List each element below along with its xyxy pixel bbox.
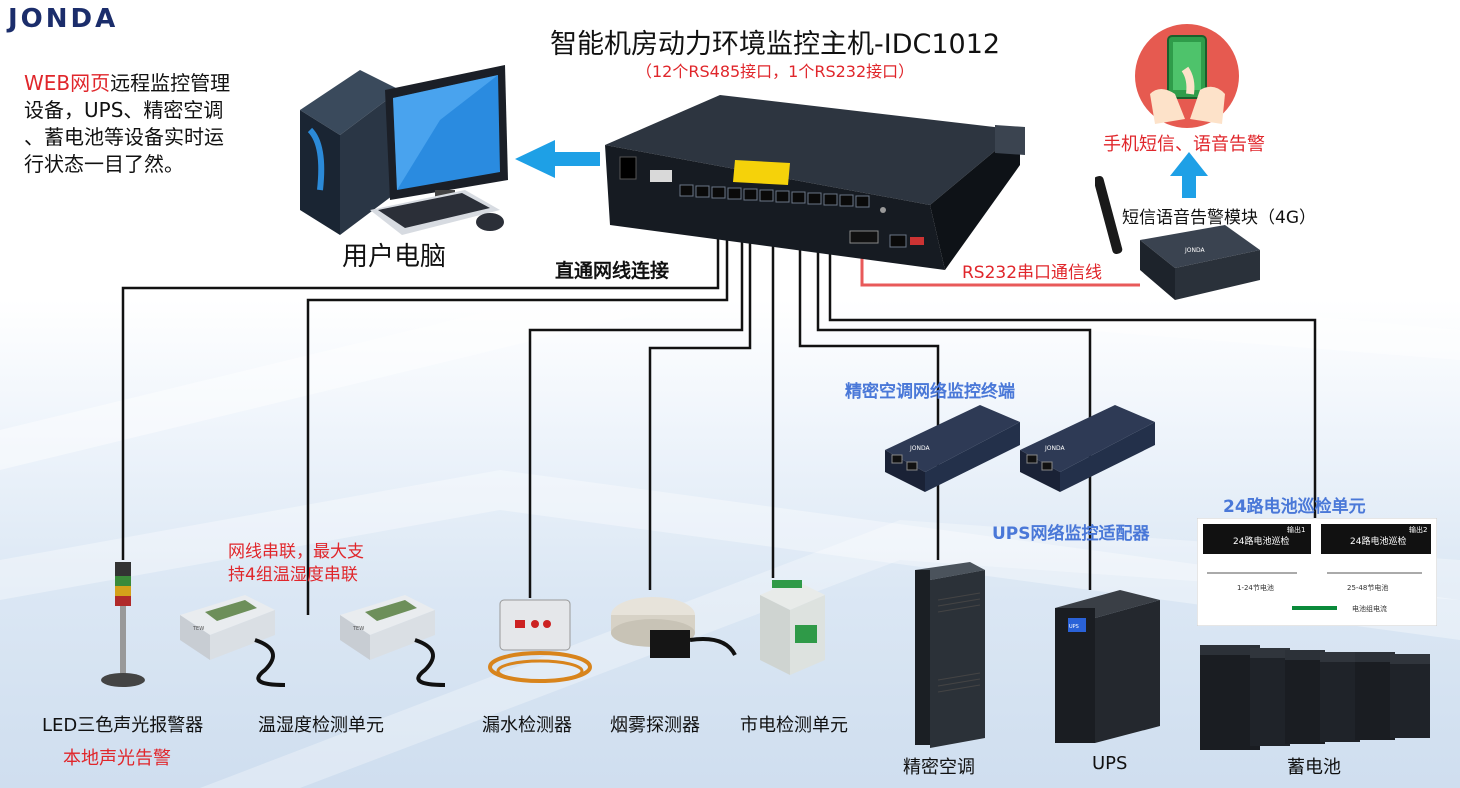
ups-adapter-device: JONDA — [1015, 400, 1160, 495]
smoke-label: 烟雾探测器 — [610, 711, 700, 737]
temp-humidity-label: 温湿度检测单元 — [258, 711, 384, 737]
ups-tower: UPS — [1050, 588, 1165, 748]
th-unit-1-brand: TEW — [192, 626, 204, 632]
sms-module: JONDA — [1095, 170, 1265, 305]
mains-label: 市电检测单元 — [740, 711, 848, 737]
battery-unit-label: 24路电池巡检单元 — [1223, 492, 1366, 517]
web-desc-line4: 行状态一目了然。 — [24, 151, 230, 178]
battery-label: 蓄电池 — [1287, 753, 1341, 779]
temp-humidity-units: TEW TEW — [175, 590, 475, 695]
water-leak-label: 漏水检测器 — [482, 711, 572, 737]
smoke-detector — [605, 585, 745, 685]
daisy-chain-note: 网线串联，最大支 持4组温湿度串联 — [228, 541, 364, 587]
user-pc-illustration — [290, 50, 520, 240]
ups-adapter-brand: JONDA — [1044, 445, 1065, 452]
ups-adapter-label: UPS网络监控适配器 — [992, 519, 1150, 544]
phone-alert-label: 手机短信、语音告警 — [1103, 130, 1265, 156]
web-description: WEB网页远程监控管理 设备，UPS、精密空调 、蓄电池等设备实时运 行状态一目… — [24, 70, 230, 178]
battery-box-1-title: 24路电池巡检 — [1233, 535, 1289, 547]
battery-box-2-title: 24路电池巡检 — [1350, 535, 1406, 547]
battery-out-2: 输出2 — [1409, 525, 1427, 534]
web-desc-line3: 、蓄电池等设备实时运 — [24, 124, 230, 151]
idc1012-host — [600, 85, 1030, 275]
battery-bank — [1195, 640, 1440, 755]
sms-module-brand: JONDA — [1184, 247, 1205, 254]
phone-hand-icon — [1130, 24, 1245, 129]
daisy-chain-line2: 持4组温湿度串联 — [228, 564, 364, 587]
direct-cable-label: 直通网线连接 — [555, 256, 669, 283]
page-subtitle: （12个RS485接口，1个RS232接口） — [636, 58, 914, 82]
brand-logo: JONDA — [8, 4, 118, 34]
web-desc-line2: 设备，UPS、精密空调 — [24, 97, 230, 124]
ac-terminal-brand: JONDA — [909, 445, 930, 452]
battery-range-2: 25-48节电池 — [1347, 583, 1388, 592]
rs232-port — [850, 231, 878, 243]
ups-label: UPS — [1092, 753, 1127, 774]
th-unit-2-brand: TEW — [352, 626, 364, 632]
rs232-cable-label: RS232串口通信线 — [962, 258, 1102, 283]
battery-bus-label: 电池组电流 — [1352, 604, 1387, 613]
mains-detection-unit — [750, 575, 830, 685]
arrow-to-pc — [515, 140, 600, 178]
ac-terminal-device: JONDA — [880, 400, 1025, 495]
page-title: 智能机房动力环境监控主机-IDC1012 — [550, 22, 1000, 61]
local-alarm-label: 本地声光告警 — [63, 744, 171, 770]
antenna-icon — [1095, 175, 1123, 255]
ac-terminal-label: 精密空调网络监控终端 — [845, 377, 1015, 402]
led-alarm-tower — [95, 560, 155, 700]
daisy-chain-line1: 网线串联，最大支 — [228, 541, 364, 564]
led-alarm-label: LED三色声光报警器 — [42, 711, 203, 737]
ups-screen-text: UPS — [1069, 624, 1079, 630]
water-leak-detector — [485, 595, 600, 695]
battery-range-1: 1-24节电池 — [1237, 583, 1274, 592]
user-pc-label: 用户电脑 — [342, 236, 446, 273]
battery-out-1: 输出1 — [1287, 525, 1305, 534]
precision-ac-cabinet — [910, 560, 990, 750]
temp-humidity-unit-2: TEW — [340, 595, 445, 685]
precision-ac-label: 精密空调 — [903, 753, 975, 779]
web-desc-line1: 远程监控管理 — [110, 71, 230, 95]
battery-unit-panel: 24路电池巡检 24路电池巡检 输出1 输出2 1-24节电池 25-48节电池… — [1197, 518, 1437, 626]
web-highlight: WEB网页 — [24, 71, 110, 95]
temp-humidity-unit-1: TEW — [180, 595, 285, 685]
